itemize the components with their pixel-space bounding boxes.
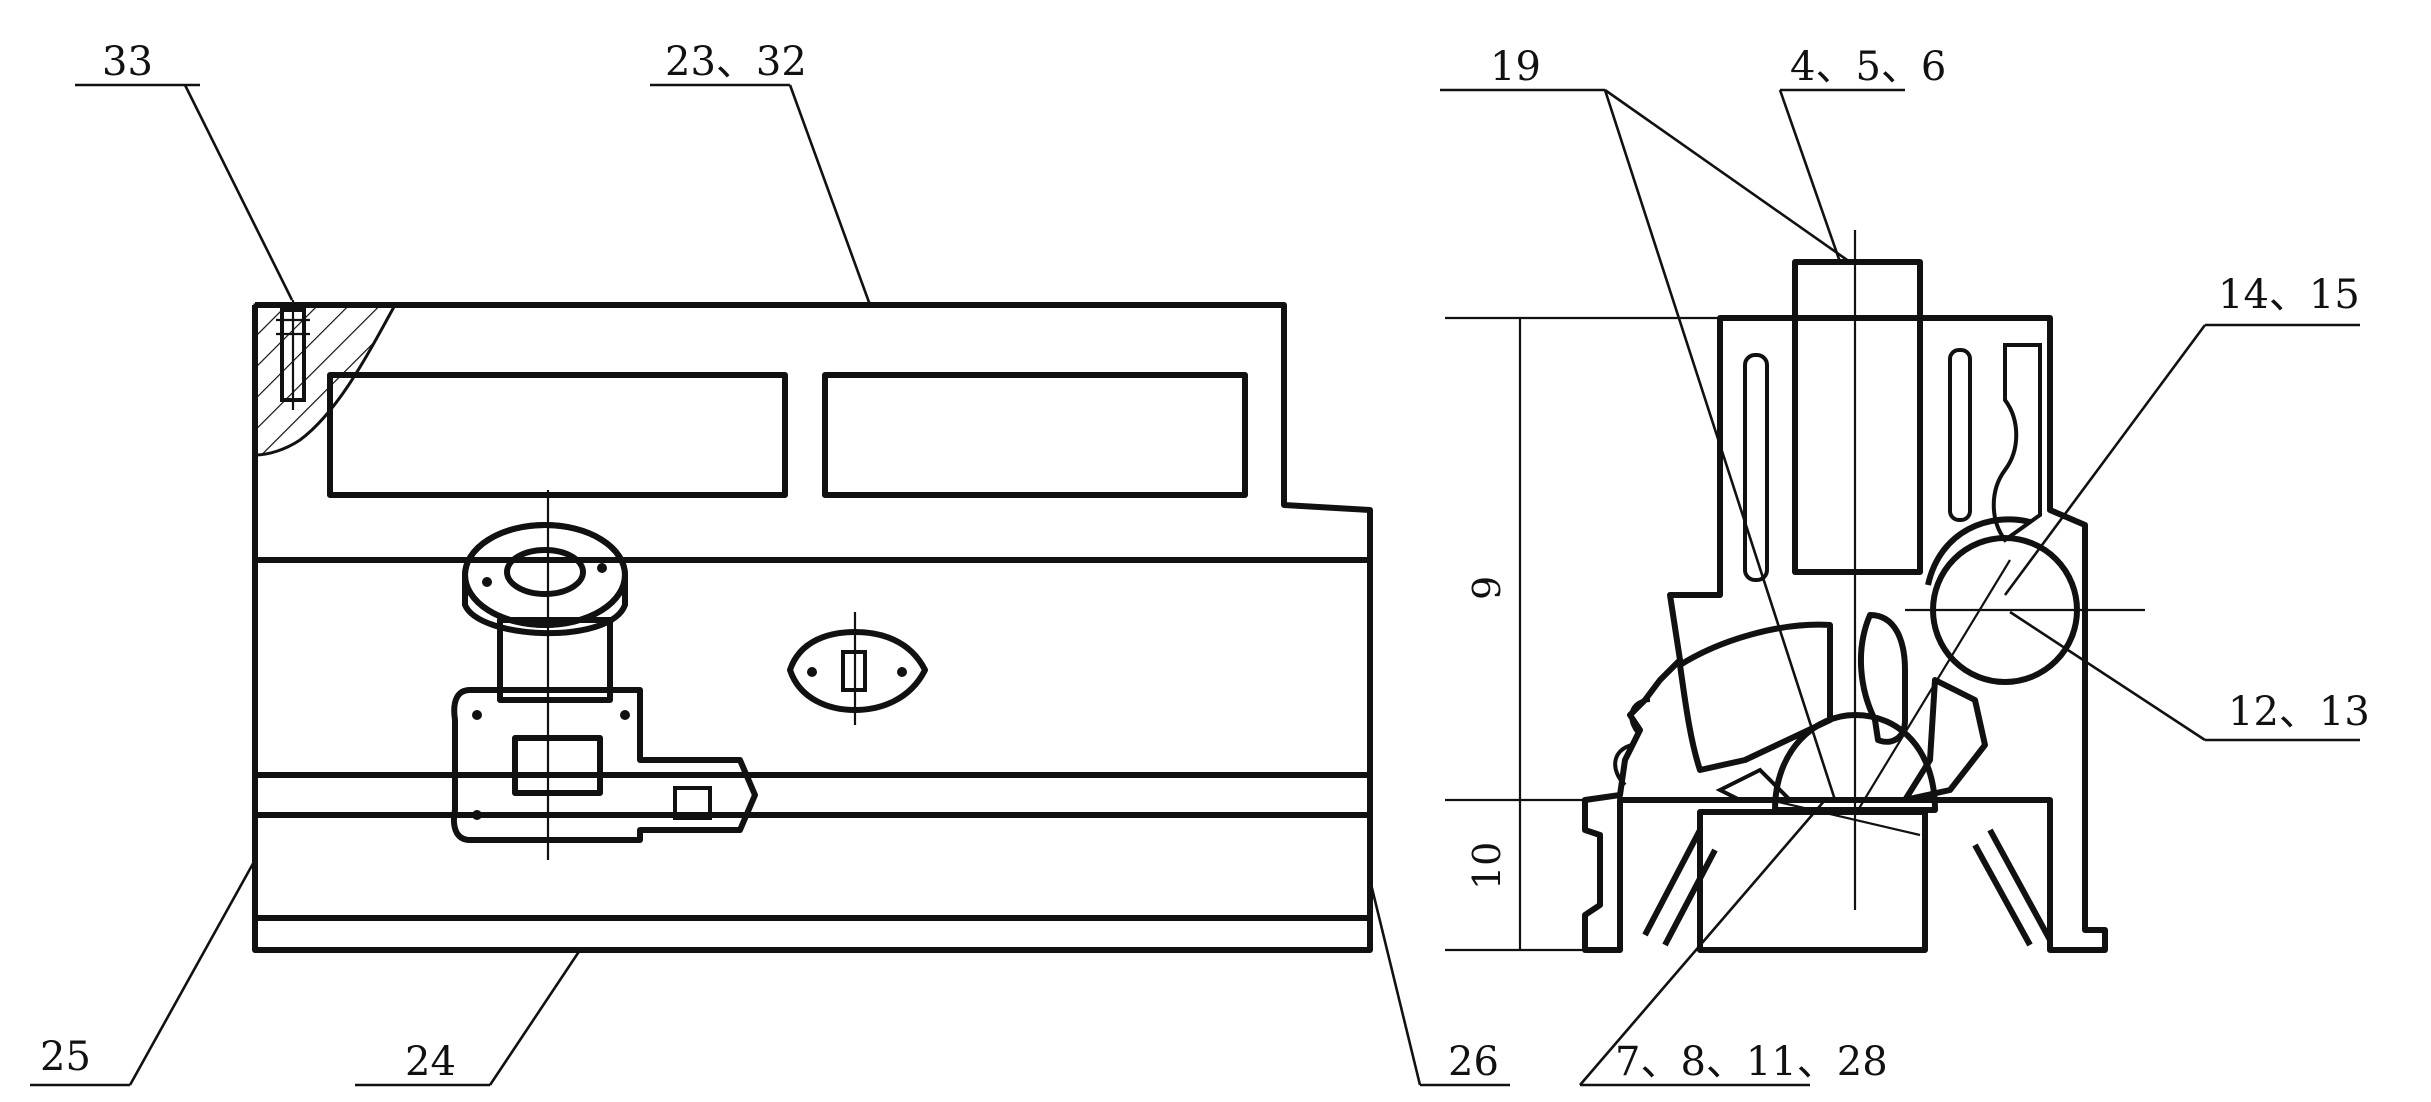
- label-26: 26: [1448, 1039, 1499, 1085]
- upper-window-right: [822, 372, 1248, 498]
- label-9: 9: [1465, 576, 1509, 600]
- label-33: 33: [102, 39, 153, 85]
- flange-assembly: [450, 490, 758, 860]
- label-25: 25: [40, 1034, 91, 1080]
- side-view: [30, 83, 1510, 1087]
- label-23-32: 23、32: [665, 39, 807, 85]
- label-19: 19: [1490, 44, 1541, 90]
- label-4-5-6: 4、5、6: [1790, 44, 1946, 90]
- block-outline: [252, 302, 1373, 953]
- label-14-15: 14、15: [2218, 272, 2360, 318]
- label-10: 10: [1465, 842, 1509, 890]
- label-12-13: 12、13: [2228, 689, 2370, 735]
- label-24: 24: [405, 1039, 456, 1085]
- small-flange: [787, 612, 928, 725]
- section-corner: [253, 303, 398, 457]
- section-view: [1440, 88, 2360, 1087]
- label-7-8-11-28: 7、8、11、28: [1615, 1039, 1888, 1085]
- section-body: [1582, 315, 2108, 953]
- upper-window-left: [327, 372, 788, 498]
- callout-labels: 33 23、32 19 4、5、6 14、15 12、13 9 10 25 24…: [40, 39, 2370, 1085]
